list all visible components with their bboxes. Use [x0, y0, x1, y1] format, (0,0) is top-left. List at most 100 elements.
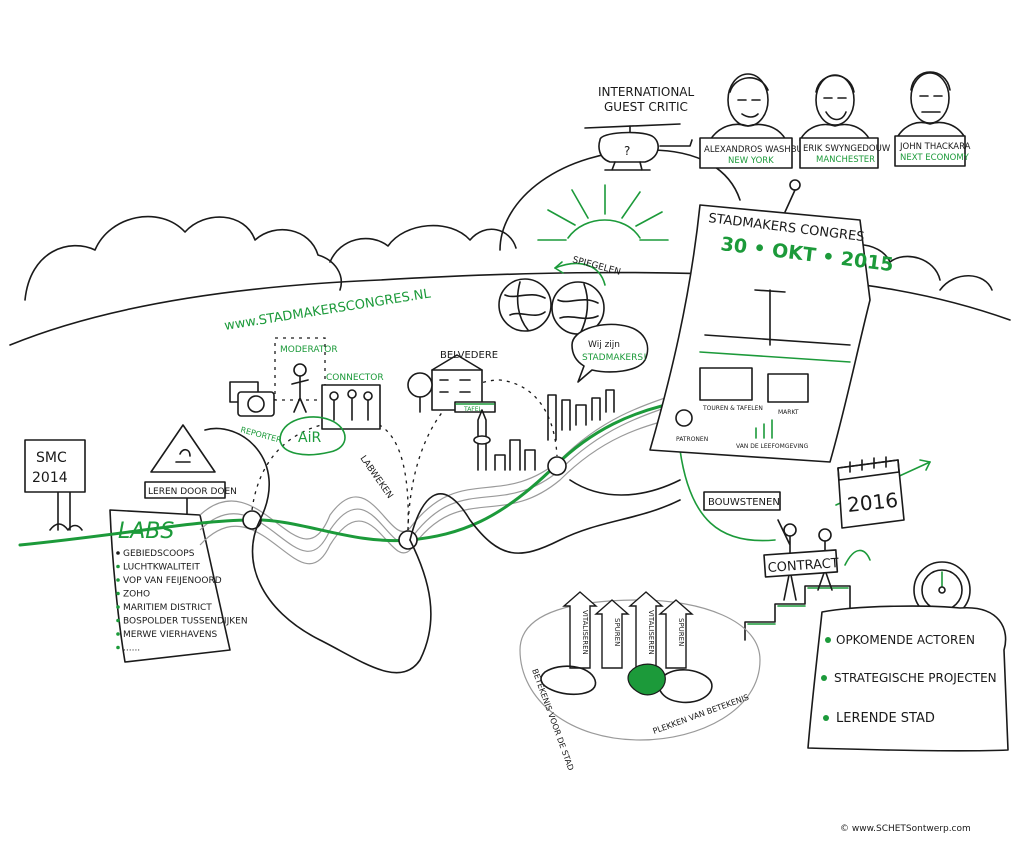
- sun-icon: [537, 184, 669, 241]
- labs-item-bullet: [116, 632, 120, 636]
- person-figure-icon-1: [783, 523, 797, 537]
- horizon-line: [9, 271, 1011, 346]
- city-skyline: [473, 389, 615, 471]
- critic-name-swyngedouw: ERIK SWYNGEDOUW: [803, 144, 891, 154]
- contract-label: CONTRACT: [767, 556, 839, 576]
- bouwstenen-sign: [703, 491, 781, 511]
- labs-item-bullet: [116, 578, 120, 582]
- svg-text:?: ?: [624, 144, 630, 158]
- smc-sign-line2: 2014: [32, 470, 68, 486]
- speech-bubble-line1: Wij zijn: [588, 340, 620, 350]
- labs-item-bullet: [116, 645, 120, 650]
- worker-warning-icon: [150, 424, 216, 473]
- leren-door-doen-label: LEREN DOOR DOEN: [148, 487, 237, 497]
- stairs-icon: [744, 585, 851, 641]
- up-arrow-icon: [658, 599, 694, 669]
- guest-critic-section: INTERNATIONAL GUEST CRITIC ? ALEXANDROS …: [584, 71, 971, 171]
- critic-card-washburn: [699, 137, 793, 169]
- construction-warning-sign: LEREN DOOR DOEN: [144, 424, 237, 521]
- cloud-left: [24, 215, 342, 301]
- belvedere-label: BELVEDERE: [440, 350, 498, 361]
- tree-icon: [407, 372, 433, 398]
- helicopter-icon: ?: [584, 123, 693, 171]
- spiegelen-globes: SPIEGELEN: [498, 255, 622, 335]
- smc-sign-line1: SMC: [36, 450, 67, 466]
- outcome-item-2: STRATEGISCHE PROJECTEN: [834, 671, 997, 685]
- portrait-thackara: [897, 71, 965, 137]
- labs-item: LUCHTKWALITEIT: [123, 563, 200, 573]
- moderator-figure-icon: [293, 363, 307, 377]
- spiegelen-label: SPIEGELEN: [571, 255, 621, 277]
- guest-critic-heading-2: GUEST CRITIC: [604, 100, 688, 114]
- air-cloud: [279, 416, 346, 456]
- critic-name-washburn: ALEXANDROS WASHBURN: [704, 145, 815, 155]
- website-url: www.STADMAKERSCONGRES.NL: [223, 286, 432, 334]
- poster-panel-3-icon: [675, 409, 693, 427]
- labs-item: MARITIEM DISTRICT: [123, 603, 212, 613]
- poster-panel-label-3: PATRONEN: [676, 436, 708, 443]
- poster-panel-label-2: MARKT: [778, 409, 799, 416]
- poster-panel-1: [699, 367, 753, 401]
- labs-item: MERWE VIERHAVENS: [123, 630, 217, 640]
- pin-icon: [789, 179, 801, 191]
- calendar-year: 2016: [846, 488, 899, 517]
- outcome-item-1: OPKOMENDE ACTOREN: [836, 633, 975, 647]
- cloud-center: [329, 224, 517, 263]
- knot-icon-3: [547, 456, 567, 476]
- cloud-far-right: [939, 275, 993, 291]
- critic-name-thackara: JOHN THACKARA: [899, 142, 971, 152]
- belvedere-banner: TAFEL: [463, 406, 483, 413]
- poster-panel-label-4: VAN DE LEEFOMGEVING: [736, 443, 809, 450]
- congress-poster: STADMAKERS CONGRES 30 • OKT • 2015 TOURE…: [649, 179, 895, 463]
- labweken-label: LABWEKEN: [358, 454, 395, 501]
- arrow-group: VITALISEREN SPUREN VITALISEREN SPUREN: [562, 591, 694, 669]
- speech-bubble-line2: STADMAKERS!: [582, 353, 647, 363]
- up-arrow-label: SPUREN: [677, 618, 685, 646]
- labs-item: ZOHO: [123, 590, 150, 600]
- up-arrow-label: VITALISEREN: [647, 610, 655, 655]
- labs-item: BOSPOLDER TUSSENDIJKEN: [123, 617, 248, 627]
- labs-item-bullet: [116, 618, 120, 623]
- labs-item-bullet: [116, 605, 120, 609]
- up-arrow-icon: [628, 591, 664, 669]
- knot-icon-1: [242, 510, 262, 530]
- poster-panel-label-1: TOUREN & TAFELEN: [702, 405, 763, 412]
- globe-icon-left: [498, 278, 552, 332]
- poster-panel-4-bars: [755, 419, 773, 439]
- up-arrow-icon: [594, 599, 630, 669]
- air-label: AiR: [298, 430, 321, 446]
- labs-item: VOP VAN FEIJENOORD: [123, 576, 222, 586]
- moderator-label: MODERATOR: [280, 345, 338, 355]
- speech-bubble: Wij zijn STADMAKERS!: [571, 323, 649, 383]
- market-stall-icon: [767, 373, 809, 403]
- critic-city-swyngedouw: MANCHESTER: [816, 155, 875, 165]
- up-arrow-icon: [562, 591, 598, 669]
- portrait-swyngedouw: [799, 74, 871, 141]
- labs-item: GEBIEDSCOOPS: [123, 549, 195, 559]
- portrait-washburn: [709, 73, 787, 141]
- labs-item-bullet: [116, 591, 120, 596]
- leren-door-doen-sign: [144, 481, 226, 499]
- up-arrow-label: SPUREN: [613, 618, 621, 646]
- poster-illustration: [754, 289, 786, 346]
- vitaliseren-arrows: VITALISEREN SPUREN VITALISEREN SPUREN BETEK…: [519, 591, 761, 772]
- outcomes-note: OPKOMENDE ACTOREN STRATEGISCHE PROJECTEN…: [807, 605, 1009, 752]
- critic-city-thackara: NEXT ECONOMY: [900, 153, 970, 163]
- smc-sign: SMC 2014: [24, 439, 86, 531]
- person-figure-icon-2: [818, 528, 832, 542]
- copyright-text: © www.SCHETSontwerp.com: [840, 824, 971, 834]
- labs-item-bullet: [116, 564, 120, 569]
- labs-item-bullet: [116, 551, 120, 555]
- critic-card-thackara: [894, 135, 966, 167]
- spiegelen-arrow: [554, 262, 606, 286]
- outcome-item-3: LERENDE STAD: [836, 711, 935, 726]
- labs-item: ......: [123, 644, 140, 654]
- guest-critic-heading-1: INTERNATIONAL: [598, 85, 695, 99]
- up-arrow-to-contract: [844, 549, 871, 566]
- journey-line-to-contract: [679, 449, 776, 542]
- up-arrow-label: VITALISEREN: [581, 610, 589, 655]
- labs-list: GEBIEDSCOOPS LUCHTKWALITEIT VOP VAN FEIJEN…: [116, 549, 248, 654]
- betekenis-left-label: BETEKENIS VOOR DE STAD: [530, 668, 575, 772]
- reporter-label: REPORTER: [239, 425, 283, 445]
- contract-section: BOUWSTENEN CONTRACT: [703, 459, 931, 641]
